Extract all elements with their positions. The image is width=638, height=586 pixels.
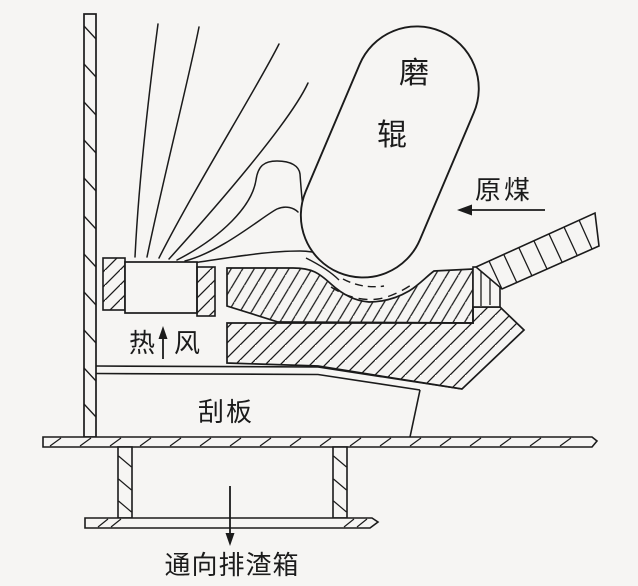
- raw-coal-label: 原煤: [475, 176, 533, 206]
- nozzle-duct-opening: [124, 261, 198, 314]
- nozzle-left-block: [102, 257, 126, 311]
- grinding-roller: [299, 25, 480, 279]
- slag-box-label: 通向排渣箱: [164, 551, 299, 581]
- bottom-plate: [84, 517, 380, 529]
- roller-label-top-char: 磨: [399, 56, 429, 91]
- hot-air-label-left-char: 热: [129, 329, 155, 359]
- table-liner-block: [226, 267, 474, 324]
- discharge-leg-left: [117, 446, 133, 519]
- scraper-label: 刮板: [198, 398, 254, 428]
- raw-coal-arrow: [457, 204, 545, 216]
- discharge-leg-right: [332, 446, 348, 519]
- roller-label-bottom-char: 辊: [377, 118, 407, 153]
- base-floor: [42, 436, 599, 448]
- scraper-channel: [95, 365, 463, 438]
- coal-chute: [474, 211, 600, 290]
- table-support-block: [226, 306, 526, 390]
- hot-air-arrow: [158, 326, 168, 359]
- slag-arrow: [225, 486, 235, 546]
- nozzle-right-block: [196, 266, 216, 317]
- hot-air-label-right-char: 风: [174, 329, 200, 359]
- left-wall: [83, 13, 97, 438]
